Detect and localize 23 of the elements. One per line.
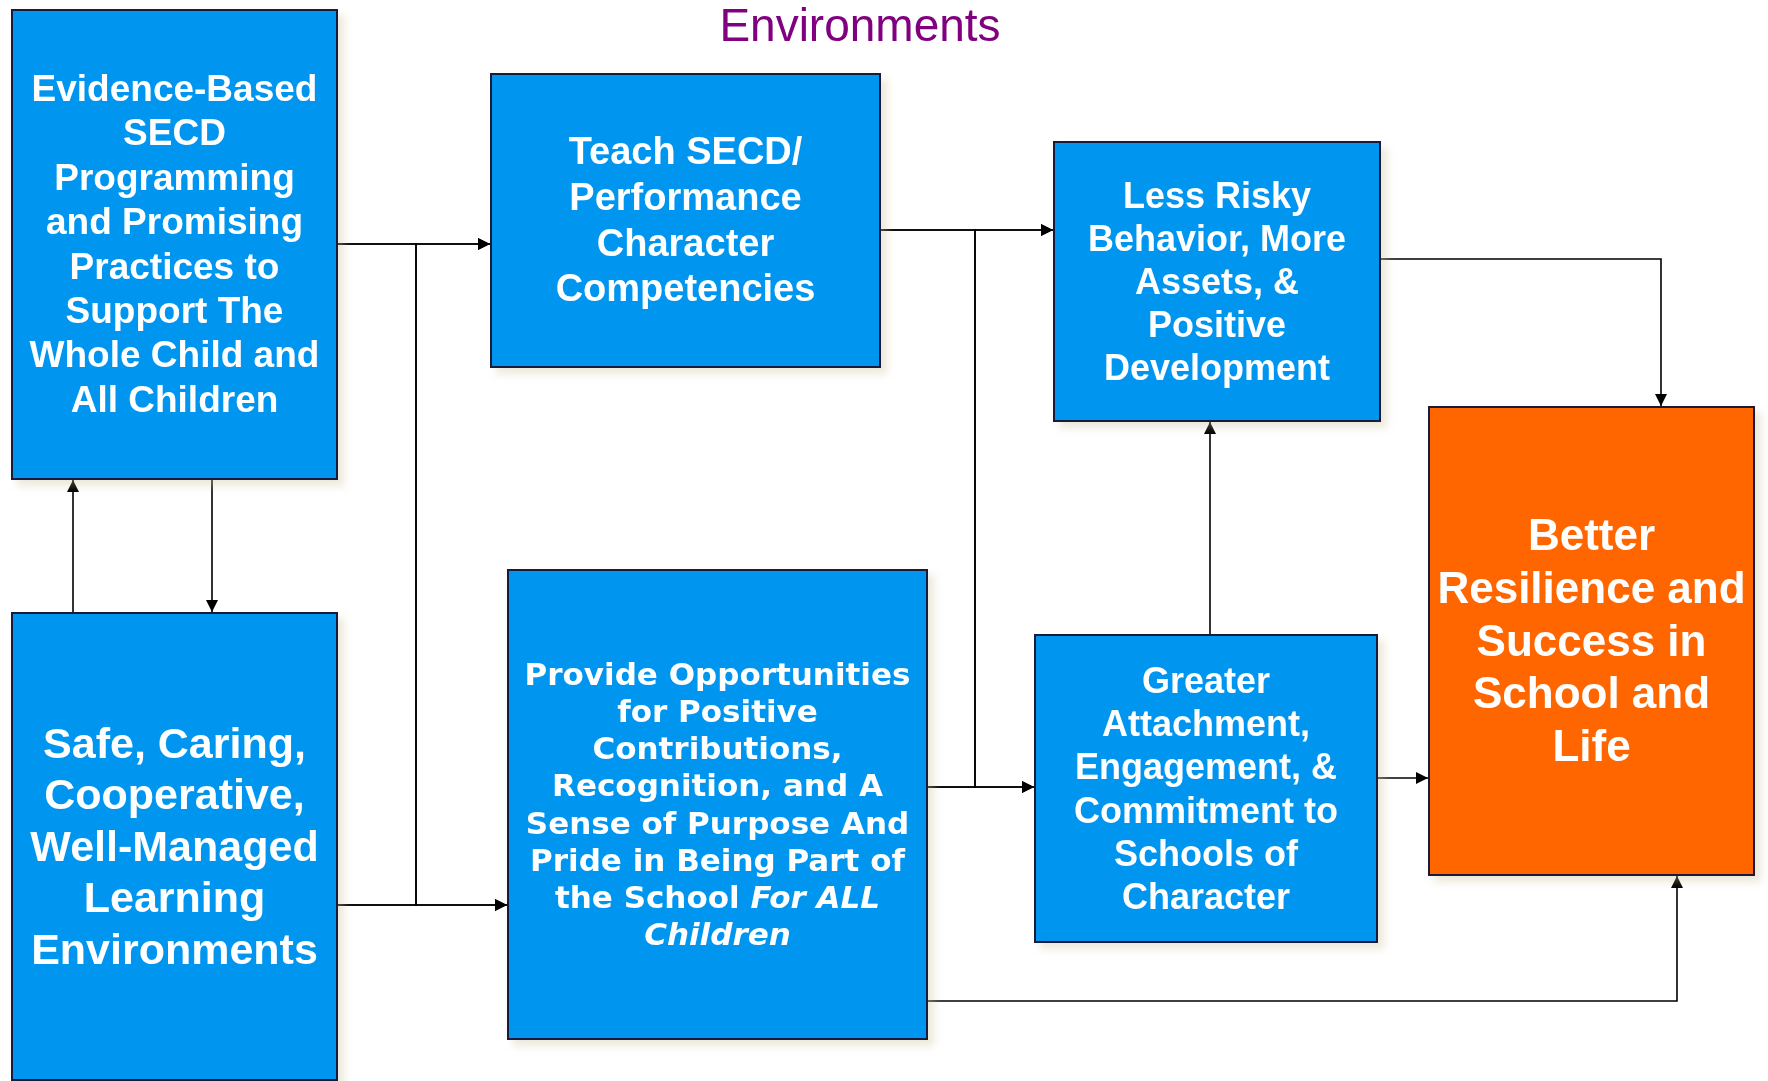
- box-text: Evidence-Based SECD Programming and Promising Practices to Support The Whole Child and All Children: [28, 66, 321, 422]
- process-box: [1034, 634, 1378, 943]
- box-text: Provide Opportunities for Positive Contributions, Recognition, and A Sense of Purpose And Pride in Being Part of the School For ALL Children: [523, 655, 912, 954]
- process-box: [11, 612, 338, 1081]
- arrow: [337, 899, 508, 911]
- process-box: [490, 73, 881, 368]
- process-box: [1053, 141, 1381, 422]
- box-text: Safe, Caring, Cooperative, Well-Managed Learning Environments: [29, 717, 320, 975]
- arrow: [206, 479, 218, 613]
- box-text: Better Resilience and Success in School and Life: [1436, 509, 1747, 773]
- arrow: [927, 781, 1035, 793]
- title: Environments: [718, 0, 1002, 51]
- arrow: [1377, 772, 1429, 784]
- box-text: Greater Attachment, Engagement, & Commitment to Schools of Character: [1073, 658, 1339, 919]
- arrow: [1204, 421, 1216, 635]
- box-text: Less Risky Behavior, More Assets, & Positive Development: [1086, 173, 1348, 390]
- box-text: Teach SECD/ Performance Character Competencies: [554, 129, 817, 312]
- process-box: [507, 569, 928, 1040]
- process-box: [1428, 406, 1755, 876]
- arrow: [67, 479, 79, 613]
- arrow: [1380, 258, 1667, 407]
- arrow: [927, 875, 1683, 1002]
- process-box: [11, 9, 338, 480]
